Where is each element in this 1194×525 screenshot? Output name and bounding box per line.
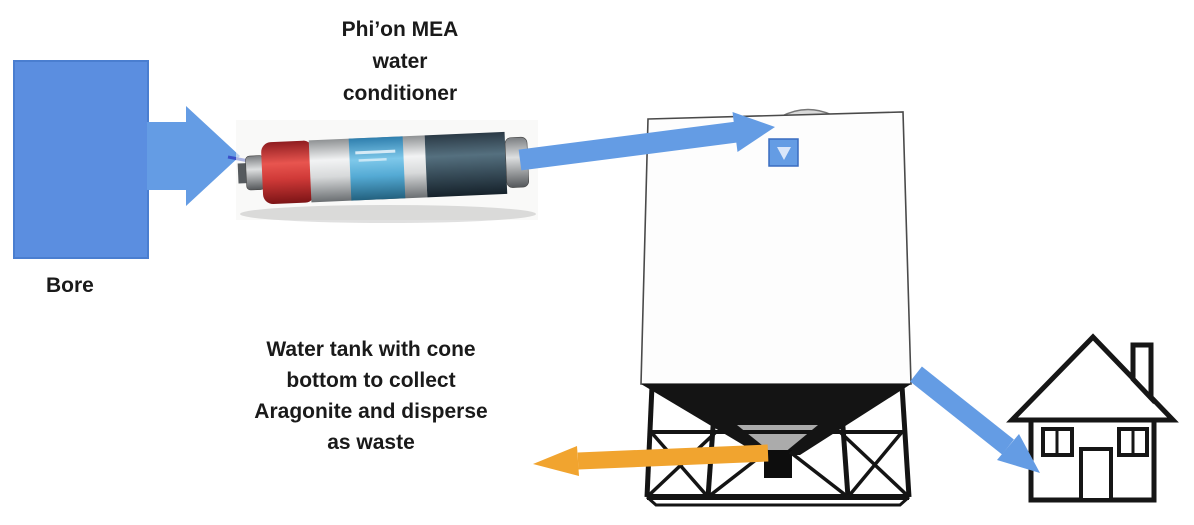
flow-arrow-conditioner-to-tank: [518, 112, 775, 171]
arrow-head: [732, 112, 775, 152]
arrow-head: [997, 434, 1040, 473]
dark-section: [424, 131, 508, 198]
arrow-head: [533, 446, 579, 476]
house-chimney: [1130, 342, 1154, 405]
tank-label: Water tank with cone bottom to collect A…: [254, 338, 488, 454]
inlet-arrow-glyph: [777, 147, 791, 160]
water-conditioner-device: [236, 120, 538, 223]
flow-arrow-shape: [147, 106, 240, 206]
house-icon: [1006, 333, 1179, 503]
flow-arrow-tank-to-house: [910, 366, 1040, 473]
arrow-shaft: [518, 121, 739, 171]
cone-spout: [764, 450, 792, 478]
waste-arrow: [533, 444, 769, 476]
conditioner-label: Phi’on MEA water conditioner: [341, 18, 459, 105]
arrow-shaft: [910, 366, 1014, 455]
arrow-shaft: [577, 444, 769, 470]
bore-box: [13, 60, 149, 259]
label-mark: [355, 149, 396, 155]
blue-label-band: [348, 136, 406, 201]
house-door: [1079, 447, 1113, 502]
bore-label: Bore: [46, 274, 94, 297]
red-section: [261, 140, 315, 205]
tank-stand: [644, 385, 912, 507]
bore: [13, 60, 149, 259]
label-mark-2: [358, 158, 387, 162]
water-tank: [640, 108, 912, 507]
device-shadow: [240, 205, 536, 223]
